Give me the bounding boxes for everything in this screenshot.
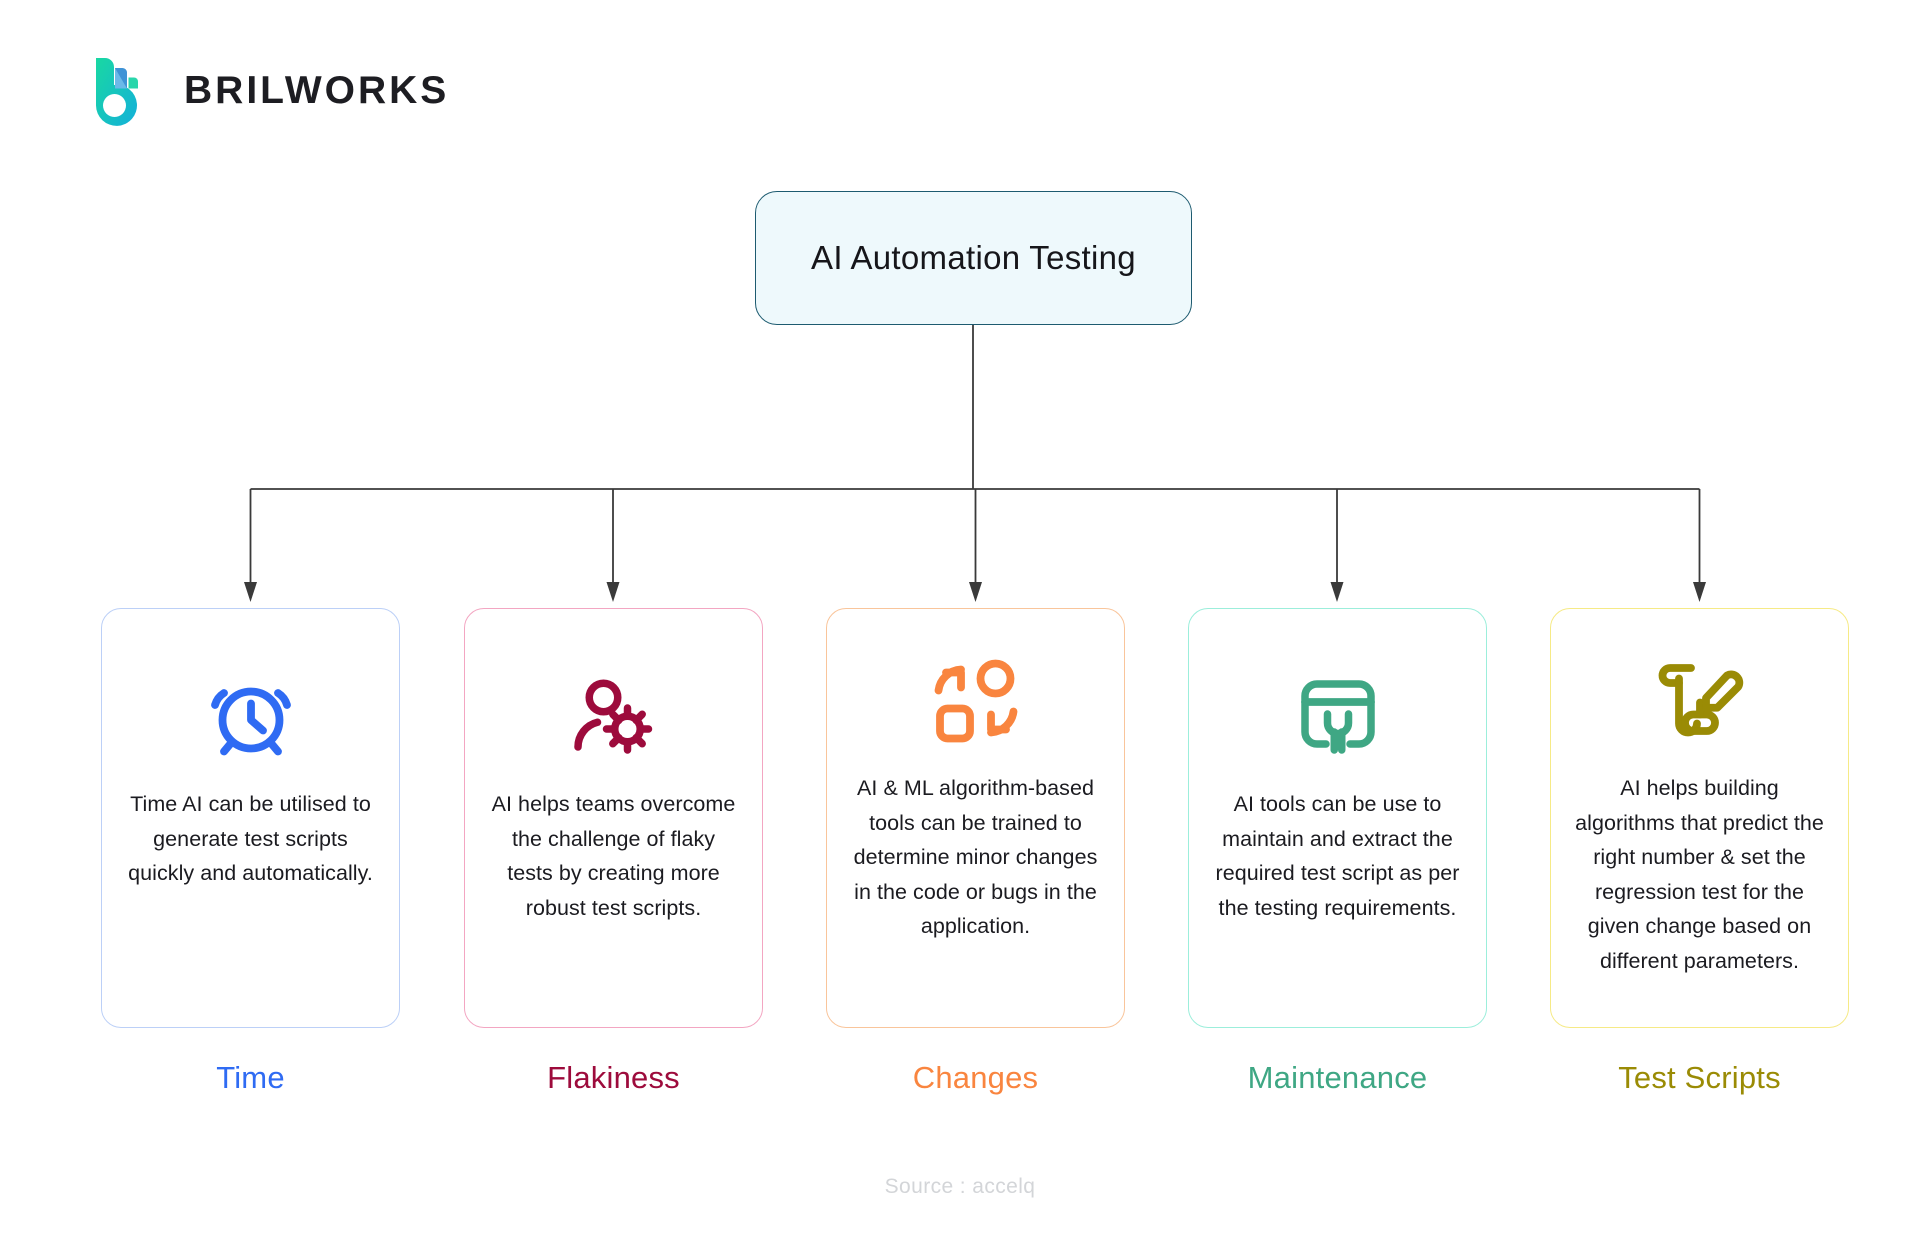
card-label-time: Time: [216, 1060, 285, 1095]
script-pen-icon: [1648, 649, 1752, 753]
card-flakiness[interactable]: AI helps teams overcome the challenge of…: [464, 608, 763, 1028]
card-label-changes: Changes: [912, 1060, 1039, 1095]
swap-shapes-icon: [924, 649, 1028, 753]
card-changes-text: AI & ML algorithm-based tools can be tra…: [853, 776, 1098, 939]
card-changes[interactable]: AI & ML algorithm-based tools can be tra…: [826, 608, 1125, 1028]
alarm-clock-icon: [199, 665, 303, 769]
brilworks-b-logo-icon: [96, 58, 138, 126]
arrow-down-icon-4: [1330, 582, 1344, 602]
card-test-scripts-text: AI helps building algorithms that predic…: [1575, 776, 1824, 974]
card-label-maintenance: Maintenance: [1247, 1060, 1428, 1095]
root-node-label: AI Automation Testing: [811, 239, 1136, 276]
arrow-down-icon-1: [244, 582, 257, 602]
maintenance-wrench-icon: [1286, 665, 1390, 769]
card-maintenance[interactable]: AI tools can be use to maintain and extr…: [1188, 608, 1487, 1028]
card-test-scripts[interactable]: AI helps building algorithms that predic…: [1550, 608, 1849, 1028]
arrow-down-icon-5: [1693, 582, 1706, 602]
card-time-text: Time AI can be utilised to generate test…: [128, 792, 373, 886]
arrow-down-icon-2: [606, 582, 620, 602]
card-label-flakiness: Flakiness: [547, 1060, 680, 1095]
card-label-test-scripts: Test Scripts: [1618, 1060, 1781, 1095]
card-time[interactable]: Time AI can be utilised to generate test…: [101, 608, 400, 1028]
card-maintenance-text: AI tools can be use to maintain and extr…: [1215, 792, 1460, 920]
brand-logo: BRILWORKS: [92, 52, 449, 128]
user-gear-icon: [562, 665, 666, 769]
card-flakiness-text: AI helps teams overcome the challenge of…: [491, 792, 736, 920]
brand-wordmark: BRILWORKS: [184, 68, 450, 112]
source-attribution: Source : accelq: [884, 1175, 1036, 1198]
root-node-ai-automation-testing[interactable]: AI Automation Testing: [755, 191, 1192, 325]
arrow-down-icon-3: [969, 582, 982, 602]
